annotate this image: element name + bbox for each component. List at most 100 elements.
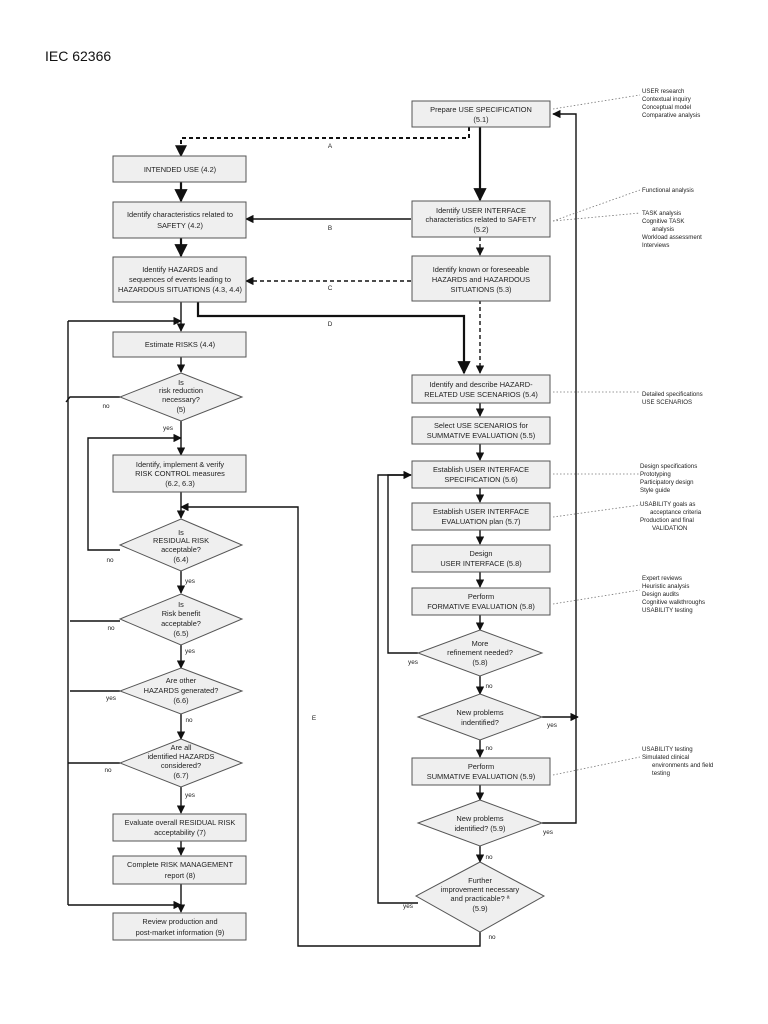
node-review-line-1: post-market information (9) <box>136 928 225 937</box>
note-link-6 <box>552 504 641 518</box>
note-design-spec-line-0: Design specifications <box>640 463 697 470</box>
node-estimate: Estimate RISKS (4.4) <box>112 331 247 358</box>
edge-A <box>175 127 470 158</box>
node-further-line-1: improvement necessary <box>441 885 520 894</box>
label-residual-yes: yes <box>185 578 195 585</box>
node-allhaz: Are all identified HAZARDS considered? (… <box>118 738 244 788</box>
node-report-line-1: report (8) <box>165 871 195 880</box>
node-newprob1: New problems indentified? <box>416 693 544 741</box>
node-hazseq-line-2: HAZARDOUS SITUATIONS (4.3, 4.4) <box>118 285 242 294</box>
note-design-spec: Design specifications Prototyping Partic… <box>640 463 697 494</box>
connectors <box>65 94 641 947</box>
node-report: Complete RISK MANAGEMENT report (8) <box>112 855 247 885</box>
node-identui-line-0: Identify USER INTERFACE <box>436 206 526 215</box>
node-benefit-line-2: acceptable? <box>161 619 201 628</box>
note-link-1 <box>552 94 641 110</box>
node-estplan-line-1: EVALUATION plan (5.7) <box>442 517 521 526</box>
edge-further-no-E <box>180 502 481 947</box>
note-task-line-4: Interviews <box>642 242 669 249</box>
node-intended: INTENDED USE (4.2) <box>112 155 247 183</box>
connector-labels: A B C D E no yes no yes no yes yes no no… <box>102 143 557 941</box>
label-allhaz-no: no <box>104 767 112 774</box>
note-usability-goals-line-2: Production and final <box>640 517 694 524</box>
label-further-no: no <box>488 934 496 941</box>
label-D: D <box>328 321 333 328</box>
node-describe-line-1: RELATED USE SCENARIOS (5.4) <box>424 390 538 399</box>
note-design-spec-line-3: Style guide <box>640 487 671 494</box>
node-estimate-line-0: Estimate RISKS (4.4) <box>145 340 215 349</box>
node-overall: Evaluate overall RESIDUAL RISK acceptabi… <box>112 813 247 842</box>
note-task-line-3: Workload assessment <box>642 234 702 241</box>
label-newprob1-no: no <box>485 745 493 752</box>
node-benefit-line-3: (6.5) <box>173 629 188 638</box>
note-functional-line-0: Functional analysis <box>642 187 694 194</box>
note-usability-test: USABILITY testing Simulated clinical env… <box>642 746 713 777</box>
node-allhaz-line-2: considered? <box>161 761 201 770</box>
note-expert-line-4: USABILITY testing <box>642 607 693 614</box>
node-allhaz-line-3: (6.7) <box>173 771 188 780</box>
node-select-line-0: Select USE SCENARIOS for <box>434 421 529 430</box>
label-riskred-yes: yes <box>163 425 173 432</box>
node-identchar-line-1: SAFETY (4.2) <box>157 221 203 230</box>
node-refine-line-2: (5.8) <box>472 658 487 667</box>
node-further: Further improvement necessary and practi… <box>414 861 546 933</box>
node-overall-line-1: acceptability (7) <box>154 828 206 837</box>
label-newprob1-yes: yes <box>547 722 557 729</box>
node-benefit-line-1: Risk benefit <box>162 609 201 618</box>
edge-residual-no <box>87 433 182 551</box>
node-benefit-line-0: Is <box>178 600 184 609</box>
node-select: Select USE SCENARIOS for SUMMATIVE EVALU… <box>411 416 551 445</box>
node-intended-line-0: INTENDED USE (4.2) <box>144 165 216 174</box>
note-user-research-line-0: USER research <box>642 88 684 95</box>
label-further-yes: yes <box>403 903 413 910</box>
node-implement-line-0: Identify, implement & verify <box>136 460 224 469</box>
node-design: Design USER INTERFACE (5.8) <box>411 544 551 573</box>
label-other-no: no <box>185 717 193 724</box>
node-newprob1-line-0: New problems <box>456 708 504 717</box>
node-formative: Perform FORMATIVE EVALUATION (5.8) <box>411 587 551 616</box>
node-newprob2-line-0: New problems <box>456 814 504 823</box>
note-link-3 <box>552 212 641 222</box>
node-allhaz-line-0: Are all <box>171 743 192 752</box>
node-residual: Is RESIDUAL RISK acceptable? (6.4) <box>118 518 244 572</box>
note-functional: Functional analysis <box>642 187 694 194</box>
node-identchar-line-0: Identify characteristics related to <box>127 210 233 219</box>
node-design-line-1: USER INTERFACE (5.8) <box>440 559 521 568</box>
note-link-7 <box>552 589 641 605</box>
node-refine-line-1: refinement needed? <box>447 648 513 657</box>
node-other: Are other HAZARDS generated? (6.6) <box>118 667 244 715</box>
node-newprob2: New problems identified? (5.9) <box>416 799 544 847</box>
label-allhaz-yes: yes <box>185 792 195 799</box>
side-notes: USER research Contextual inquiry Concept… <box>640 88 713 777</box>
note-usability-test-line-0: USABILITY testing <box>642 746 693 753</box>
node-riskred: Is risk reduction necessary? (5) <box>118 372 244 422</box>
node-design-line-0: Design <box>469 549 492 558</box>
node-review: Review production and post-market inform… <box>112 912 247 941</box>
node-further-line-2: and practicable? ª <box>450 894 509 903</box>
node-refine: More refinement needed? (5.8) <box>416 629 544 677</box>
note-detailed: Detailed specifications USE SCENARIOS <box>642 391 703 406</box>
node-residual-line-1: RESIDUAL RISK <box>153 536 209 545</box>
node-review-line-0: Review production and <box>142 917 217 926</box>
node-implement-line-1: RISK CONTROL measures <box>135 469 225 478</box>
label-newprob2-no: no <box>485 854 493 861</box>
label-refine-no: no <box>485 683 493 690</box>
node-implement: Identify, implement & verify RISK CONTRO… <box>112 454 247 493</box>
label-E: E <box>312 715 316 722</box>
label-benefit-no: no <box>107 625 115 632</box>
node-other-line-2: (6.6) <box>173 696 188 705</box>
node-summative-line-0: Perform <box>468 762 494 771</box>
node-estspec-line-1: SPECIFICATION (5.6) <box>444 475 517 484</box>
note-user-research-line-1: Contextual inquiry <box>642 96 692 103</box>
note-expert-line-0: Expert reviews <box>642 575 682 582</box>
node-known-line-1: HAZARDS and HAZARDOUS <box>432 275 530 284</box>
node-residual-line-2: acceptable? <box>161 545 201 554</box>
note-user-research: USER research Contextual inquiry Concept… <box>642 88 700 119</box>
node-summative: Perform SUMMATIVE EVALUATION (5.9) <box>411 757 551 786</box>
node-riskred-line-2: necessary? <box>162 395 200 404</box>
node-known: Identify known or foreseeable HAZARDS an… <box>411 255 551 302</box>
label-benefit-yes: yes <box>185 648 195 655</box>
node-identui-line-1: characteristics related to SAFETY <box>426 215 537 224</box>
edge-further-yes <box>377 474 418 904</box>
